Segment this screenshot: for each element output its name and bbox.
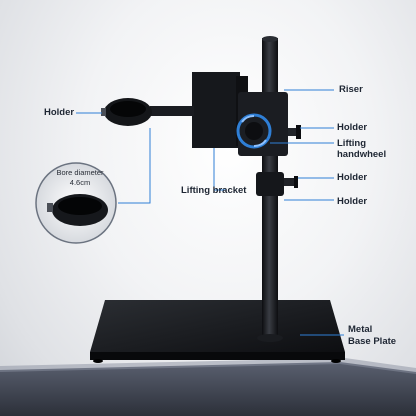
holder-arm [150, 106, 194, 116]
label-holder-right-3: Holder [337, 196, 368, 207]
base-foot-left [93, 359, 103, 363]
riser-cap [262, 36, 278, 42]
label-base-2: Base Plate [348, 336, 397, 347]
holder-ring-screw [101, 108, 106, 116]
label-lifting-bracket: Lifting bracket [181, 185, 247, 196]
lower-collar-knob-2 [294, 176, 298, 188]
label-riser: Riser [339, 84, 363, 95]
upper-knob [296, 125, 301, 139]
callout-zoom [118, 128, 151, 204]
base-plate [90, 300, 345, 352]
callout-bracket [213, 148, 226, 191]
label-holder-left: Holder [44, 107, 75, 118]
label-lifting-handwheel-2: handwheel [337, 149, 387, 160]
label-bore-value: 4.6cm [69, 178, 91, 187]
lower-collar [256, 172, 284, 196]
base-foot-right [331, 359, 341, 363]
base-plate-edge [90, 352, 345, 360]
label-lifting-handwheel-1: Lifting [337, 138, 367, 149]
table-top-edge [0, 358, 416, 374]
label-holder-right-2: Holder [337, 172, 368, 183]
table-surface [0, 362, 416, 416]
zoom-ring-inner [58, 197, 102, 215]
label-base-1: Metal [348, 324, 373, 335]
pole-base-collar [257, 334, 283, 342]
holder-ring-inner [110, 101, 146, 117]
zoom-ring-screw [47, 203, 53, 212]
label-holder-right-1: Holder [337, 122, 368, 133]
lifting-bracket-box [192, 72, 240, 148]
label-bore-title: Bore diameter [56, 168, 104, 177]
lower-collar-knob-1 [284, 178, 294, 186]
upper-knob-shaft [288, 128, 296, 136]
